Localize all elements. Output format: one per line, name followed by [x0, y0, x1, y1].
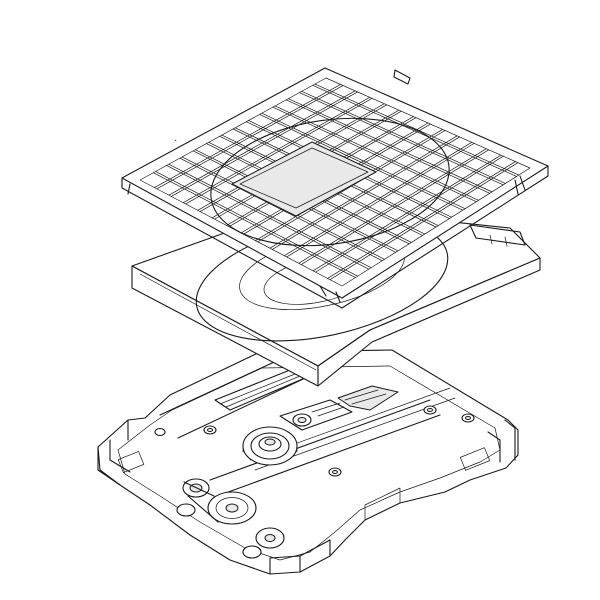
- cover-center-window: [232, 142, 376, 216]
- grid-line: [330, 163, 518, 280]
- top-cover: [122, 68, 548, 308]
- grid-line: [313, 85, 517, 176]
- grid-line: [313, 155, 501, 271]
- grid-line: [171, 92, 357, 196]
- grid-line: [270, 136, 457, 248]
- grid-line: [315, 84, 519, 175]
- grid-line: [275, 106, 478, 200]
- screw-bosses: [155, 406, 474, 476]
- grid-line: [260, 114, 463, 210]
- grid-line: [262, 113, 465, 209]
- grid-line: [287, 143, 474, 257]
- grid-line: [157, 86, 343, 189]
- mechanism-base: [98, 350, 518, 574]
- grid-line: [316, 156, 504, 272]
- spindle-motor: [243, 427, 297, 465]
- grid-line: [169, 164, 371, 268]
- cover-grid: [153, 84, 519, 280]
- grid-line: [301, 150, 489, 265]
- grid-line: [302, 91, 506, 183]
- loading-gears: [177, 479, 284, 558]
- grid-line: [284, 142, 471, 255]
- cover-disc-ring: [203, 104, 458, 260]
- grid-line: [156, 171, 358, 276]
- grid-line: [272, 137, 459, 249]
- grid-line: [258, 131, 445, 242]
- grid-line: [299, 93, 503, 185]
- grid-line: [288, 99, 492, 192]
- grid-line: [186, 98, 372, 204]
- optical-pickup: [280, 400, 352, 430]
- grid-line: [328, 162, 516, 279]
- grid-line: [286, 100, 490, 193]
- base-plate: [98, 350, 518, 574]
